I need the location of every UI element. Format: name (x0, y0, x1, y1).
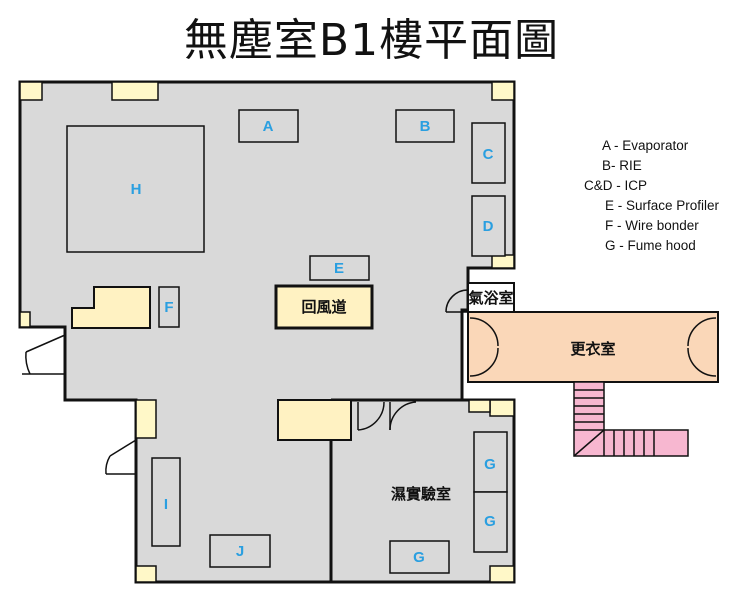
equipment-d-label: D (483, 218, 494, 235)
legend-item: E - Surface Profiler (605, 198, 720, 213)
page-title: 無塵室B1樓平面圖 (183, 15, 560, 66)
equipment-c[interactable] (471, 122, 506, 184)
equipment-h[interactable] (66, 125, 205, 253)
changing-room-label: 更衣室 (570, 340, 615, 358)
wet-lab-label: 濕實驗室 (391, 485, 451, 503)
pillar (135, 399, 157, 439)
pillars (19, 81, 515, 583)
legend-item: C&D - ICP (584, 178, 648, 193)
air-shower-label: 氣浴室 (468, 289, 513, 307)
pillar (489, 399, 515, 417)
air-shower-room (467, 282, 515, 313)
legend-item: B- RIE (602, 158, 642, 173)
equipment-g1[interactable] (473, 431, 508, 493)
pillar (111, 81, 159, 101)
equipment-b-label: B (420, 118, 431, 135)
legend-item: G - Fume hood (605, 238, 696, 253)
equipment-i[interactable] (151, 457, 181, 547)
return-air-corridor-label: 回風道 (301, 298, 346, 316)
pillar (19, 311, 31, 328)
door-left-upper[interactable] (22, 334, 66, 375)
door-air-shower[interactable] (445, 289, 469, 313)
door-changing-room-left[interactable] (469, 317, 499, 377)
legend-item: F - Wire bonder (605, 218, 699, 233)
return-air-corridor (274, 284, 374, 330)
equipment-g3-label: G (413, 549, 425, 566)
equipment-i-label: I (164, 496, 168, 513)
door-left-lower[interactable] (105, 439, 137, 475)
pillar (489, 565, 515, 583)
equipment-a[interactable] (238, 109, 299, 143)
equipment-legend: A - Evaporator B- RIE C&D - ICP E - Surf… (580, 136, 740, 256)
equipment-g2-label: G (484, 513, 496, 530)
equipment-g2[interactable] (473, 491, 508, 553)
pillar (491, 254, 515, 269)
equipment-j-label: J (236, 543, 244, 560)
equipment-f-label: F (164, 299, 173, 316)
equipment-e-label: E (334, 260, 344, 277)
equipment-h-label: H (131, 181, 142, 198)
equipment-g1-label: G (484, 456, 496, 473)
equipment-j[interactable] (209, 534, 271, 568)
equipment-b[interactable] (395, 109, 455, 143)
pillar (468, 399, 491, 413)
equipment-g3[interactable] (389, 540, 450, 574)
legend-item: A - Evaporator (602, 138, 689, 153)
door-wet-lab[interactable] (357, 401, 417, 431)
equipment-e[interactable] (309, 255, 370, 281)
pillar (491, 81, 515, 101)
changing-room (467, 311, 719, 383)
service-block (277, 399, 352, 441)
equipment-f[interactable] (158, 286, 180, 328)
pillar (19, 81, 43, 101)
equipment-a-label: A (263, 118, 274, 135)
equipment-d[interactable] (471, 195, 506, 257)
stairs (573, 381, 689, 457)
pillar (135, 565, 157, 583)
stepped-block (71, 286, 151, 329)
equipment-c-label: C (483, 146, 494, 163)
door-changing-room-right[interactable] (687, 317, 717, 377)
